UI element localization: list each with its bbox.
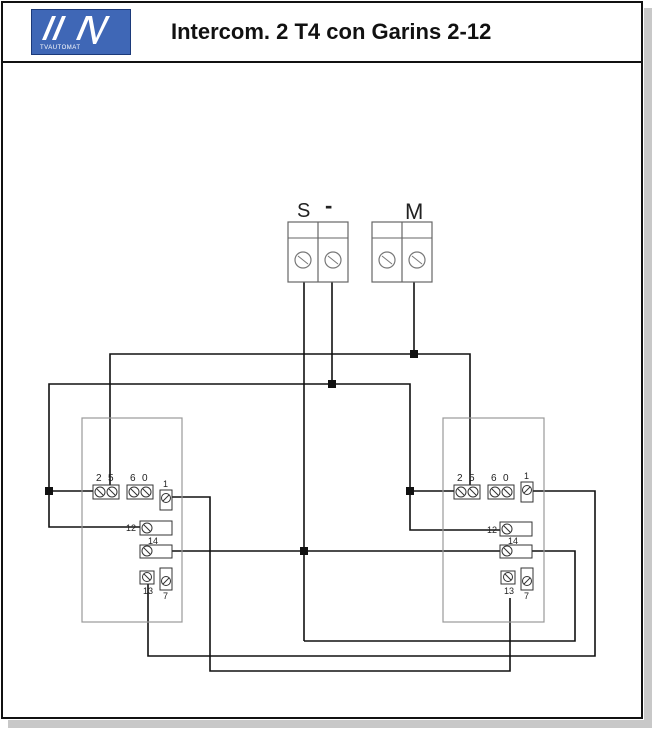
frame-shadow-right xyxy=(644,8,652,724)
right-terminal-5: 5 xyxy=(469,473,475,484)
label-m: M xyxy=(405,199,423,224)
page-title: Intercom. 2 T4 con Garins 2-12 xyxy=(171,19,492,44)
left-terminal-14: 14 xyxy=(148,536,158,546)
right-terminal-6: 6 xyxy=(491,473,497,484)
label-s: S xyxy=(297,200,310,222)
right-terminal-14: 14 xyxy=(508,536,518,546)
junction-dot xyxy=(328,380,336,388)
left-terminal-2: 2 xyxy=(96,473,102,484)
logo-mark-icon xyxy=(42,16,110,44)
page-frame xyxy=(1,1,643,719)
left-terminal-1: 1 xyxy=(163,479,168,489)
header: TVAUTOMAT Intercom. 2 T4 con Garins 2-12 xyxy=(1,1,643,63)
wires xyxy=(48,282,596,672)
junction-dot xyxy=(45,487,53,495)
left-terminal-0: 0 xyxy=(142,473,148,484)
left-terminal-13: 13 xyxy=(143,586,153,596)
intercom-unit-left xyxy=(81,417,183,623)
left-terminal-7: 7 xyxy=(163,591,168,601)
right-terminal-12: 12 xyxy=(487,525,497,535)
right-terminal-0: 0 xyxy=(503,473,509,484)
left-terminal-12: 12 xyxy=(126,523,136,533)
junctions xyxy=(45,350,418,555)
junction-dot xyxy=(300,547,308,555)
supply-terminal-block-left xyxy=(287,221,349,283)
brand-logo: TVAUTOMAT xyxy=(31,9,131,55)
frame-shadow-bottom xyxy=(8,720,652,728)
logo-subtext: TVAUTOMAT xyxy=(40,45,81,51)
right-terminal-2: 2 xyxy=(457,473,463,484)
right-terminal-7: 7 xyxy=(524,591,529,601)
supply-terminal-block-right xyxy=(371,221,433,283)
label-minus: - xyxy=(325,193,332,218)
left-terminal-6: 6 xyxy=(130,473,136,484)
right-terminal-13: 13 xyxy=(504,586,514,596)
junction-dot xyxy=(406,487,414,495)
left-terminal-5: 5 xyxy=(108,473,114,484)
right-terminal-1: 1 xyxy=(524,471,529,481)
intercom-unit-right xyxy=(442,417,545,623)
junction-dot xyxy=(410,350,418,358)
